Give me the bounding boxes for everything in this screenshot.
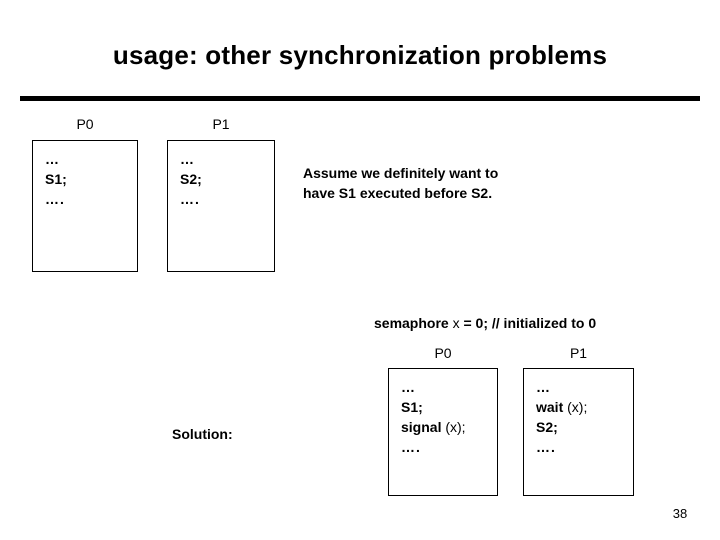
- code-line: ….: [180, 191, 200, 207]
- solution-label: Solution:: [172, 426, 233, 442]
- semaphore-variable: x: [452, 315, 460, 331]
- semaphore-keyword: semaphore: [374, 315, 449, 331]
- code-line: S1;: [401, 399, 423, 415]
- assumption-note-line1: Assume we definitely want to: [303, 165, 499, 181]
- code-lines-p0-bottom: … S1; signal (x); ….: [401, 377, 466, 457]
- semaphore-initializer: = 0; // initialized to 0: [463, 315, 597, 331]
- code-line: ….: [45, 191, 65, 207]
- code-line-signal: signal (x);: [401, 417, 466, 437]
- signal-keyword: signal: [401, 419, 442, 435]
- code-lines-p1-bottom: … wait (x); S2; ….: [536, 377, 587, 457]
- process-label-p1-top: P1: [212, 116, 230, 132]
- code-line: …: [180, 151, 195, 167]
- code-line: S2;: [180, 171, 202, 187]
- assumption-note: Assume we definitely want to have S1 exe…: [303, 163, 573, 203]
- page-title: usage: other synchronization problems: [112, 40, 608, 70]
- process-label-p1-bottom: P1: [569, 345, 588, 361]
- code-box-p0-bottom: … S1; signal (x); ….: [388, 368, 498, 496]
- code-line: ….: [401, 439, 421, 455]
- code-line: S1;: [45, 171, 67, 187]
- code-lines-p1-top: … S2; ….: [180, 149, 202, 209]
- code-line: …: [401, 379, 416, 395]
- wait-argument: (x);: [567, 399, 588, 415]
- code-box-p0-top: … S1; ….: [32, 140, 138, 272]
- code-box-p1-bottom: … wait (x); S2; ….: [523, 368, 634, 496]
- code-lines-p0-top: … S1; ….: [45, 149, 67, 209]
- code-box-p1-top: … S2; ….: [167, 140, 275, 272]
- process-label-p0-bottom: P0: [434, 345, 452, 361]
- code-line: ….: [536, 439, 556, 455]
- process-label-p0-top: P0: [76, 116, 94, 132]
- code-line-wait: wait (x);: [536, 397, 587, 417]
- title-divider: [20, 96, 700, 101]
- code-line: S2;: [536, 419, 558, 435]
- code-line: …: [536, 379, 551, 395]
- assumption-note-line2: have S1 executed before S2.: [303, 185, 493, 201]
- semaphore-declaration: semaphore x = 0; // initialized to 0: [374, 315, 596, 331]
- signal-argument: (x);: [445, 419, 466, 435]
- code-line: …: [45, 151, 60, 167]
- wait-keyword: wait: [536, 399, 564, 415]
- page-number: 38: [672, 506, 688, 521]
